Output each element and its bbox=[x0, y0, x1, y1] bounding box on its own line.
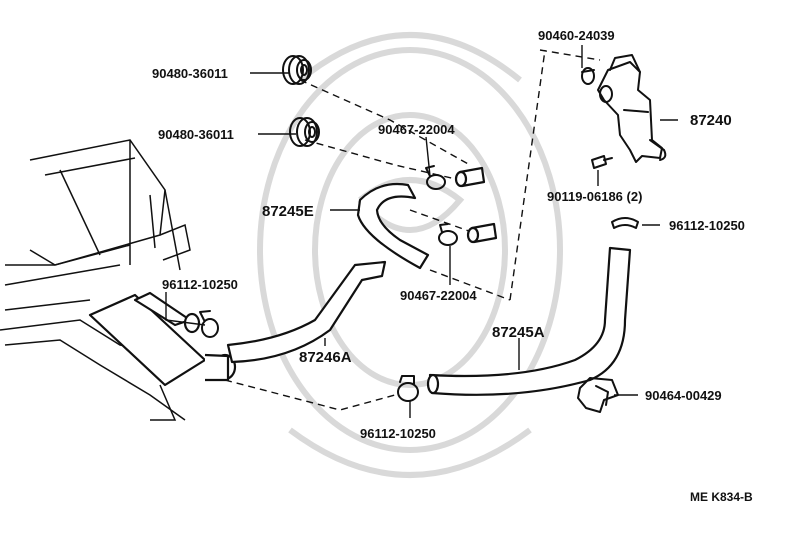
label-96112-left: 96112-10250 bbox=[162, 277, 238, 292]
label-90119: 90119-06186 (2) bbox=[547, 189, 642, 204]
leader-lines bbox=[165, 45, 678, 418]
hose-87245A bbox=[428, 246, 632, 396]
watermark-emblem bbox=[257, 32, 563, 478]
clamp-90467-upper bbox=[425, 165, 446, 190]
grommet-lower bbox=[289, 117, 320, 147]
pipe-stub-upper bbox=[454, 166, 486, 188]
label-96112-bottom: 96112-10250 bbox=[360, 426, 436, 441]
clamp-96112-left bbox=[199, 310, 219, 338]
label-87245E: 87245E bbox=[262, 203, 314, 220]
hose-87245E bbox=[356, 182, 430, 270]
vehicle-frame bbox=[0, 139, 237, 421]
label-90480-lower: 90480-36011 bbox=[158, 127, 234, 142]
screw-90119 bbox=[591, 155, 613, 169]
label-90467-upper: 90467-22004 bbox=[378, 122, 455, 137]
water-valve-87240 bbox=[597, 54, 667, 163]
label-90467-lower: 90467-22004 bbox=[400, 288, 477, 303]
label-87246A: 87246A bbox=[299, 349, 352, 366]
clamp-96112-bottom bbox=[397, 375, 419, 402]
label-87240: 87240 bbox=[690, 112, 732, 129]
label-90480-upper: 90480-36011 bbox=[152, 66, 228, 81]
bracket-90464 bbox=[577, 377, 619, 413]
hose-87246A bbox=[226, 260, 387, 364]
pipe-stub-lower bbox=[466, 222, 498, 244]
label-90464: 90464-00429 bbox=[645, 388, 722, 403]
clamp-90467-lower bbox=[438, 223, 458, 246]
grommet-upper bbox=[282, 55, 312, 85]
label-96112-right: 96112-10250 bbox=[669, 218, 745, 233]
clip-90460 bbox=[581, 67, 595, 85]
figure-code: ME K834-B bbox=[690, 490, 753, 504]
clamp-96112-right bbox=[611, 217, 639, 229]
label-87245A: 87245A bbox=[492, 324, 545, 341]
label-90460: 90460-24039 bbox=[538, 28, 615, 43]
